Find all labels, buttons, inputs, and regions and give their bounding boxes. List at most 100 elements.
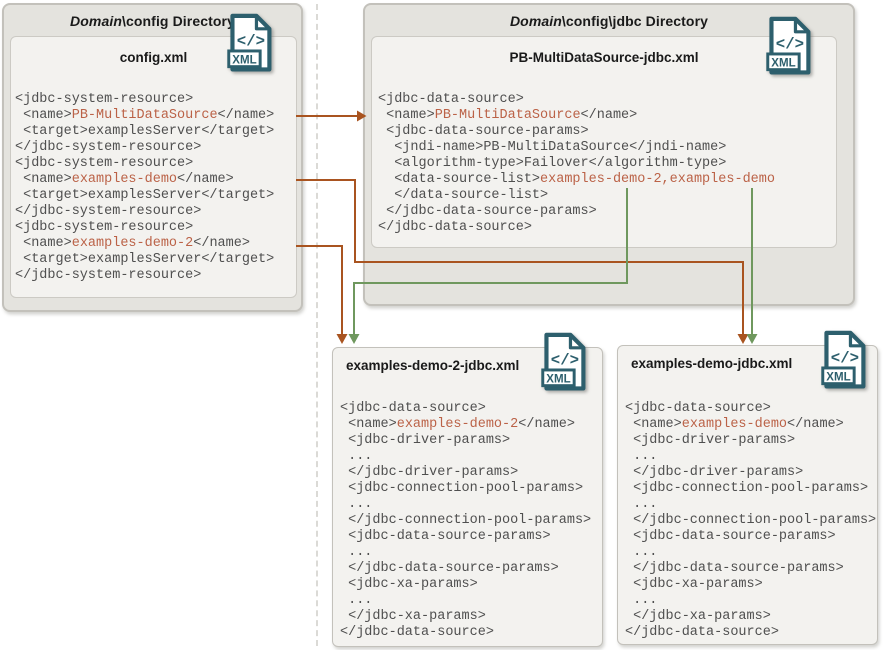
code-line: </jdbc-driver-params> xyxy=(625,465,876,481)
code-line: <jdbc-data-source-params> xyxy=(378,124,775,140)
code-line: <jdbc-data-source> xyxy=(378,92,775,108)
code-text: ... xyxy=(340,449,373,464)
code-line: </jdbc-system-resource> xyxy=(15,204,274,220)
code-text: </jdbc-driver-params> xyxy=(340,465,519,480)
xml-file-icon: </> XML xyxy=(227,13,272,72)
code-text: </jdbc-data-source> xyxy=(378,220,532,235)
code-line: </jdbc-data-source> xyxy=(378,220,775,236)
code-glyph: </> xyxy=(237,32,265,50)
code-line: </jdbc-system-resource> xyxy=(15,268,274,284)
code-line: <algorithm-type>Failover</algorithm-type… xyxy=(378,156,775,172)
config-xml-code: <jdbc-system-resource> <name>PB-MultiDat… xyxy=(15,92,274,284)
code-line: </jdbc-data-source> xyxy=(340,625,591,641)
code-glyph: </> xyxy=(551,351,579,369)
code-text: ... xyxy=(625,593,658,608)
code-text: <target>examplesServer</target> xyxy=(15,124,275,139)
code-line: <jdbc-driver-params> xyxy=(340,433,591,449)
code-text: </jdbc-system-resource> xyxy=(15,140,202,155)
code-text: <jdbc-driver-params> xyxy=(625,433,796,448)
code-text: <target>examplesServer</target> xyxy=(15,188,275,203)
code-text: </jdbc-driver-params> xyxy=(625,465,804,480)
code-text: ... xyxy=(340,497,373,512)
code-text: </jdbc-data-source-params> xyxy=(378,204,597,219)
code-line: <jdbc-xa-params> xyxy=(625,577,876,593)
code-text: <name> xyxy=(15,108,72,123)
code-text: </jdbc-system-resource> xyxy=(15,204,202,219)
code-line: </jdbc-data-source-params> xyxy=(340,561,591,577)
code-line: </data-source-list> xyxy=(378,188,775,204)
domain-label: Domain xyxy=(509,13,562,29)
code-text: <jdbc-xa-params> xyxy=(340,577,478,592)
code-text: <data-source-list> xyxy=(378,172,541,187)
xml-label: XML xyxy=(826,371,850,383)
code-line: </jdbc-data-source-params> xyxy=(625,561,876,577)
highlighted-name: PB-MultiDataSource xyxy=(71,108,218,123)
code-line: ... xyxy=(340,545,591,561)
code-line: ... xyxy=(625,545,876,561)
code-line: <jndi-name>PB-MultiDataSource</jndi-name… xyxy=(378,140,775,156)
highlighted-name: PB-MultiDataSource xyxy=(434,108,581,123)
code-text: ... xyxy=(625,497,658,512)
code-text: <jdbc-system-resource> xyxy=(15,156,194,171)
code-line: <jdbc-driver-params> xyxy=(625,433,876,449)
examples-demo-title: examples-demo-jdbc.xml xyxy=(631,356,793,371)
code-text: </name> xyxy=(193,236,250,251)
code-line: <jdbc-data-source-params> xyxy=(625,529,876,545)
examples-demo-2-file-box: examples-demo-2-jdbc.xml <jdbc-data-sour… xyxy=(332,347,603,647)
code-line: </jdbc-data-source-params> xyxy=(378,204,775,220)
code-text: <name> xyxy=(625,417,682,432)
domain-label: Domain xyxy=(70,13,122,29)
code-text: <jdbc-data-source> xyxy=(378,92,524,107)
code-line: <jdbc-connection-pool-params> xyxy=(340,481,591,497)
config-directory-label: \config Directory xyxy=(122,13,235,29)
code-text: <jdbc-connection-pool-params> xyxy=(340,481,584,496)
code-line: </jdbc-connection-pool-params> xyxy=(340,513,591,529)
code-line: <name>examples-demo</name> xyxy=(15,172,274,188)
config-xml-title: config.xml xyxy=(119,50,188,65)
code-line: </jdbc-xa-params> xyxy=(625,609,876,625)
config-directory-header: Domain\config Directory xyxy=(4,5,301,29)
code-glyph: </> xyxy=(776,35,804,53)
highlighted-name: examples-demo xyxy=(681,417,788,432)
code-text: </jdbc-xa-params> xyxy=(625,609,771,624)
code-text: </name> xyxy=(787,417,844,432)
code-text: <name> xyxy=(15,172,72,187)
code-text: <jdbc-connection-pool-params> xyxy=(625,481,869,496)
code-line: <name>examples-demo-2</name> xyxy=(15,236,274,252)
pb-multidatasource-code: <jdbc-data-source> <name>PB-MultiDataSou… xyxy=(378,92,775,236)
code-text: </name> xyxy=(177,172,234,187)
code-text: </name> xyxy=(217,108,275,123)
code-line: <target>examplesServer</target> xyxy=(15,188,274,204)
code-text: <jdbc-data-source-params> xyxy=(378,124,589,139)
code-line: <data-source-list>examples-demo-2,exampl… xyxy=(378,172,775,188)
code-line: <target>examplesServer</target> xyxy=(15,252,274,268)
highlighted-name: examples-demo xyxy=(71,172,178,187)
code-line: <jdbc-data-source-params> xyxy=(340,529,591,545)
code-line: <jdbc-system-resource> xyxy=(15,92,274,108)
code-text: ... xyxy=(625,449,658,464)
code-text: <jdbc-driver-params> xyxy=(340,433,511,448)
code-text: ... xyxy=(625,545,658,560)
code-line: </jdbc-xa-params> xyxy=(340,609,591,625)
config-xml-file-box: config.xml <jdbc-system-resource> <name>… xyxy=(10,36,297,298)
code-text: </name> xyxy=(580,108,638,123)
code-text: <jdbc-data-source-params> xyxy=(625,529,836,544)
code-text: </jdbc-data-source-params> xyxy=(625,561,844,576)
code-text: <target>examplesServer</target> xyxy=(15,252,275,267)
xml-label: XML xyxy=(232,54,256,66)
code-text: </jdbc-xa-params> xyxy=(340,609,486,624)
xml-file-icon: </> XML xyxy=(541,332,586,391)
code-line: ... xyxy=(625,593,876,609)
code-text: <jndi-name>PB-MultiDataSource</jndi-name… xyxy=(378,140,727,155)
code-line: ... xyxy=(625,449,876,465)
code-text: </jdbc-data-source-params> xyxy=(340,561,559,576)
examples-demo-code: <jdbc-data-source> <name>examples-demo</… xyxy=(625,401,876,641)
code-line: <jdbc-system-resource> xyxy=(15,156,274,172)
code-line: <jdbc-xa-params> xyxy=(340,577,591,593)
highlighted-name: examples-demo-2,examples-demo xyxy=(540,172,775,187)
code-text: </name> xyxy=(518,417,575,432)
highlighted-name: examples-demo-2 xyxy=(396,417,519,432)
xml-label: XML xyxy=(546,373,570,385)
examples-demo-file-box: examples-demo-jdbc.xml <jdbc-data-source… xyxy=(617,345,878,645)
code-text: </data-source-list> xyxy=(378,188,549,203)
